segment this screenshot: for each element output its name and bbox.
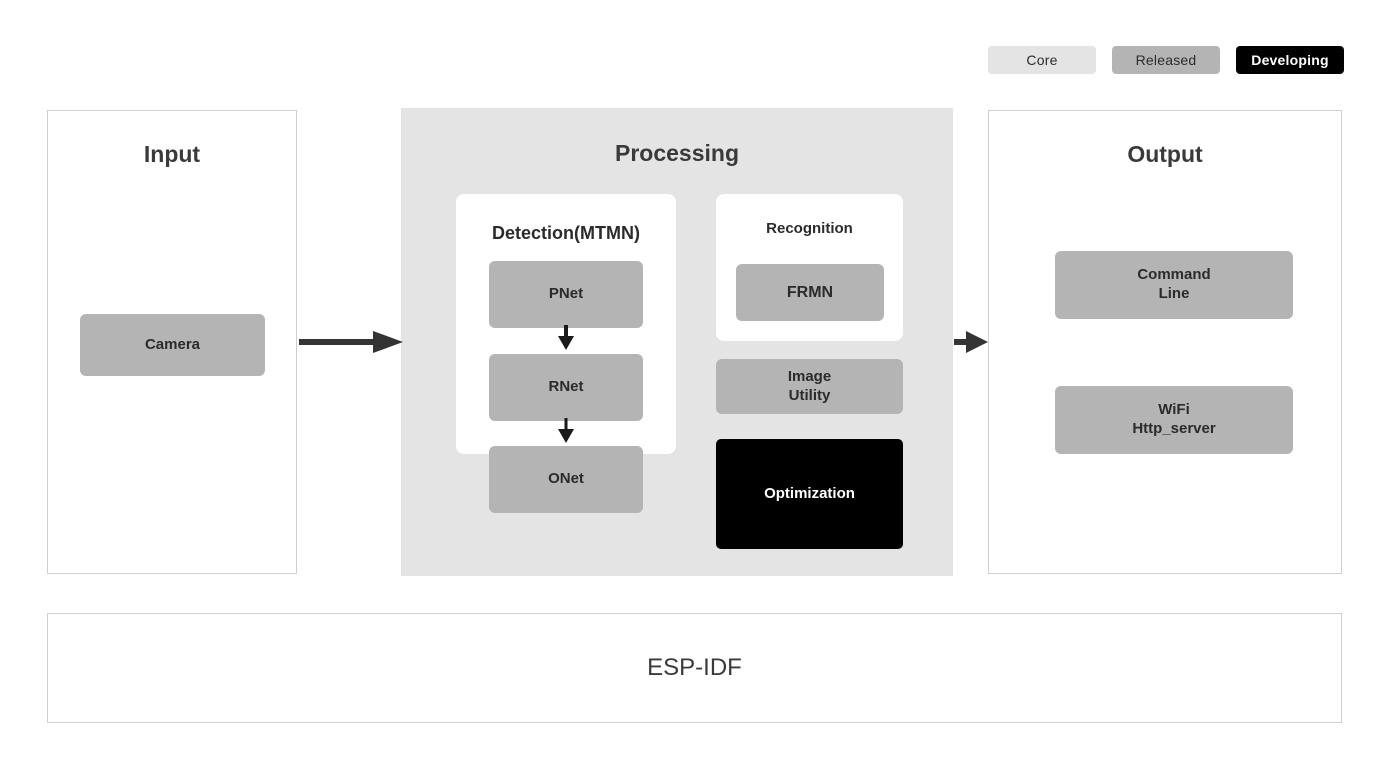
block-onet: ONet: [489, 446, 643, 513]
block-pnet-label: PNet: [548, 285, 584, 303]
panel-title-input: Input: [143, 141, 201, 167]
block-image-utility-line2: Utility: [788, 386, 831, 404]
block-command-line-line2: Line: [1158, 285, 1190, 302]
legend-chip-core: Core: [988, 46, 1096, 74]
legend: Core Released Developing: [988, 46, 1344, 74]
legend-chip-released: Released: [1112, 46, 1220, 74]
esp-idf-label: ESP-IDF: [647, 654, 742, 681]
block-rnet-label: RNet: [548, 378, 584, 396]
block-frmn-label: FRMN: [786, 283, 834, 301]
block-frmn: FRMN: [736, 264, 884, 321]
block-image-utility: Image Utility: [716, 359, 903, 414]
block-camera: Camera: [80, 314, 265, 376]
panel-input: Input Camera: [47, 110, 297, 574]
block-optimization-label: Optimization: [764, 484, 855, 502]
legend-label-released: Released: [1135, 52, 1197, 68]
block-wifi-http-server-label: WiFi Http_server: [1132, 401, 1215, 439]
block-wifi-http-server-line2: Http_server: [1132, 420, 1216, 437]
panel-title-output: Output: [1127, 141, 1203, 167]
block-command-line-label: Command Line: [1137, 266, 1210, 304]
card-title-recognition: Recognition: [766, 220, 853, 237]
block-optimization: Optimization: [716, 439, 903, 549]
block-command-line: Command Line: [1055, 251, 1293, 319]
panel-title-processing: Processing: [615, 140, 739, 166]
block-image-utility-label: Image Utility: [788, 368, 831, 406]
block-onet-label: ONet: [548, 470, 584, 488]
panel-esp-idf: ESP-IDF: [47, 613, 1342, 723]
block-image-utility-line1: Image: [787, 367, 832, 385]
block-camera-label: Camera: [144, 335, 201, 353]
arrow-processing-to-output: [954, 331, 988, 353]
legend-chip-developing: Developing: [1236, 46, 1344, 74]
panel-output: Output Command Line WiFi Http_server: [988, 110, 1342, 574]
block-command-line-line1: Command: [1137, 266, 1211, 284]
card-recognition: Recognition FRMN: [716, 194, 903, 341]
card-title-detection: Detection(MTMN): [492, 223, 640, 243]
card-detection: Detection(MTMN) PNet RNet ONet: [456, 194, 676, 513]
block-pnet: PNet: [489, 261, 643, 328]
arrow-input-to-processing: [299, 331, 403, 353]
legend-label-core: Core: [1026, 52, 1058, 68]
block-wifi-http-server: WiFi Http_server: [1055, 386, 1293, 454]
panel-processing: Processing Detection(MTMN) PNet RNet ONe…: [401, 108, 953, 576]
block-wifi-http-server-line1: WiFi: [1158, 401, 1190, 419]
block-rnet: RNet: [489, 354, 643, 421]
legend-label-developing: Developing: [1251, 52, 1329, 68]
